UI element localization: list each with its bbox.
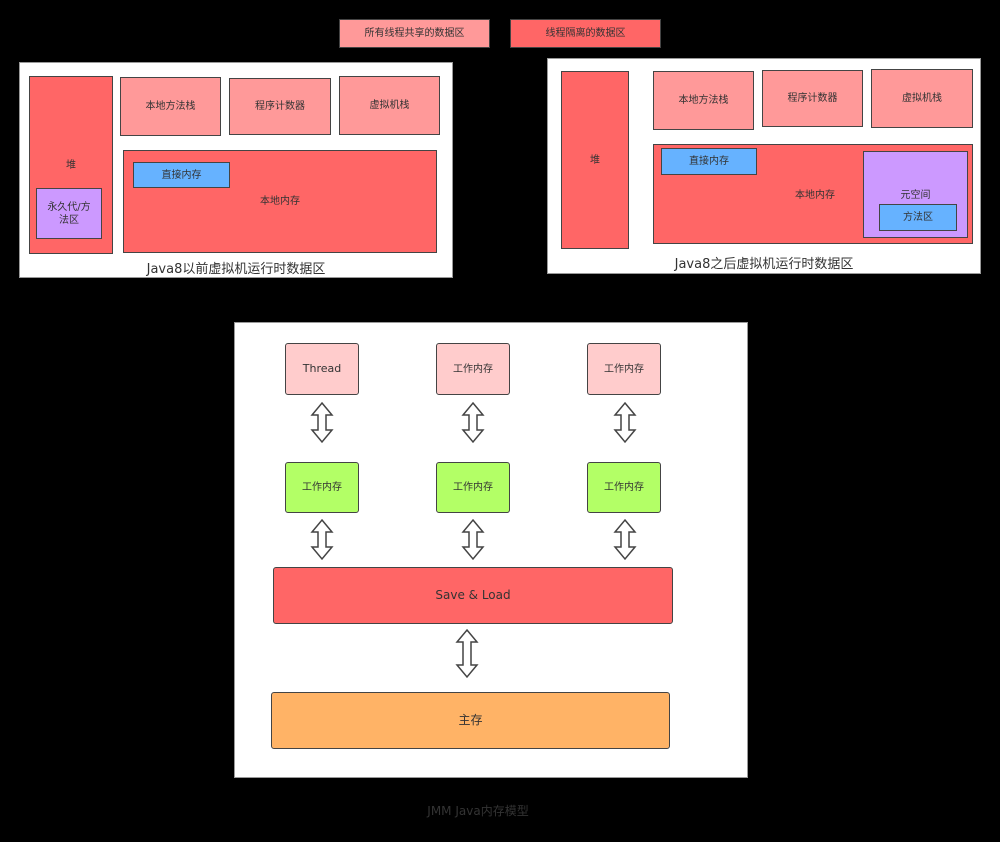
double-arrow-icon: [310, 401, 334, 444]
direct-mem-after: 直接内存: [661, 148, 757, 175]
native-mem-after-label: 本地内存: [795, 190, 835, 201]
direct-mem-before: 直接内存: [133, 162, 230, 188]
main-memory-box: 主存: [271, 692, 670, 749]
double-arrow-icon: [613, 518, 637, 561]
thread-box: 工作内存: [436, 343, 510, 395]
method-area-box: 方法区: [879, 204, 957, 231]
double-arrow-icon: [455, 628, 479, 679]
pc-after: 程序计数器: [762, 70, 863, 127]
double-arrow-icon: [461, 518, 485, 561]
caption-jmm: JMM Java内存模型: [427, 804, 529, 818]
legend-isolated: 线程隔离的数据区: [510, 19, 661, 48]
vm-stack-after: 虚拟机栈: [871, 69, 973, 128]
save-load-box: Save & Load: [273, 567, 673, 624]
double-arrow-icon: [613, 401, 637, 444]
native-stack-after: 本地方法栈: [653, 71, 754, 130]
thread-box: Thread: [285, 343, 359, 395]
vm-stack-before: 虚拟机栈: [339, 76, 440, 135]
caption-after: Java8之后虚拟机运行时数据区: [674, 257, 854, 272]
pc-before: 程序计数器: [229, 78, 331, 135]
caption-before: Java8以前虚拟机运行时数据区: [146, 262, 326, 277]
working-memory-box: 工作内存: [587, 462, 661, 513]
legend-shared: 所有线程共享的数据区: [339, 19, 490, 48]
permgen-box: 永久代/方法区: [36, 188, 102, 239]
working-memory-box: 工作内存: [436, 462, 510, 513]
working-memory-box: 工作内存: [285, 462, 359, 513]
thread-box: 工作内存: [587, 343, 661, 395]
native-stack-before: 本地方法栈: [120, 77, 221, 136]
double-arrow-icon: [310, 518, 334, 561]
heap-after: 堆: [561, 71, 629, 249]
double-arrow-icon: [461, 401, 485, 444]
